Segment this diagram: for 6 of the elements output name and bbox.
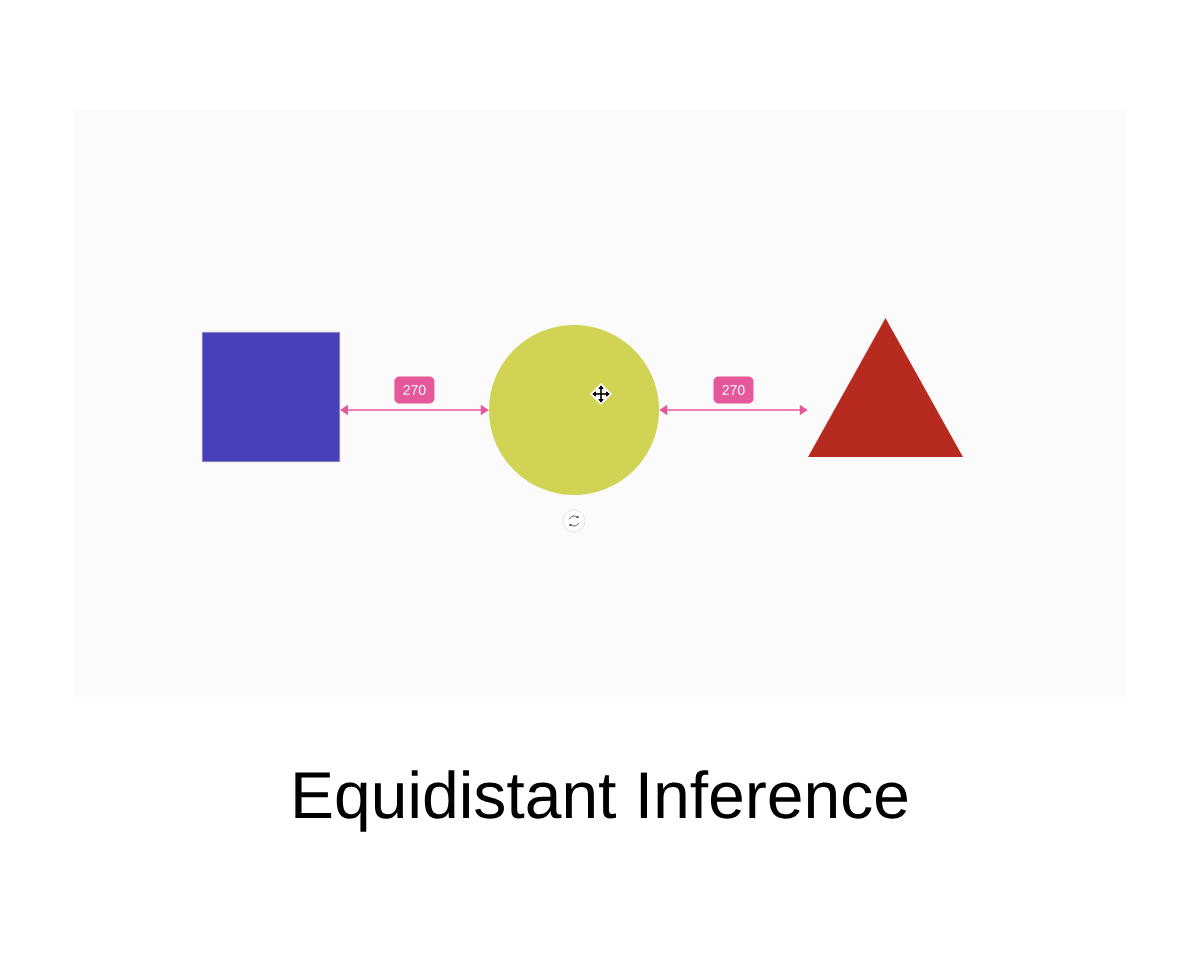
triangle-shape	[808, 318, 963, 457]
caption: Equidistant Inference	[295, 770, 907, 832]
circle-shape	[489, 325, 659, 495]
edge-label: 270	[394, 376, 435, 404]
square-shape	[202, 332, 340, 462]
edge-label: 270	[713, 376, 754, 404]
